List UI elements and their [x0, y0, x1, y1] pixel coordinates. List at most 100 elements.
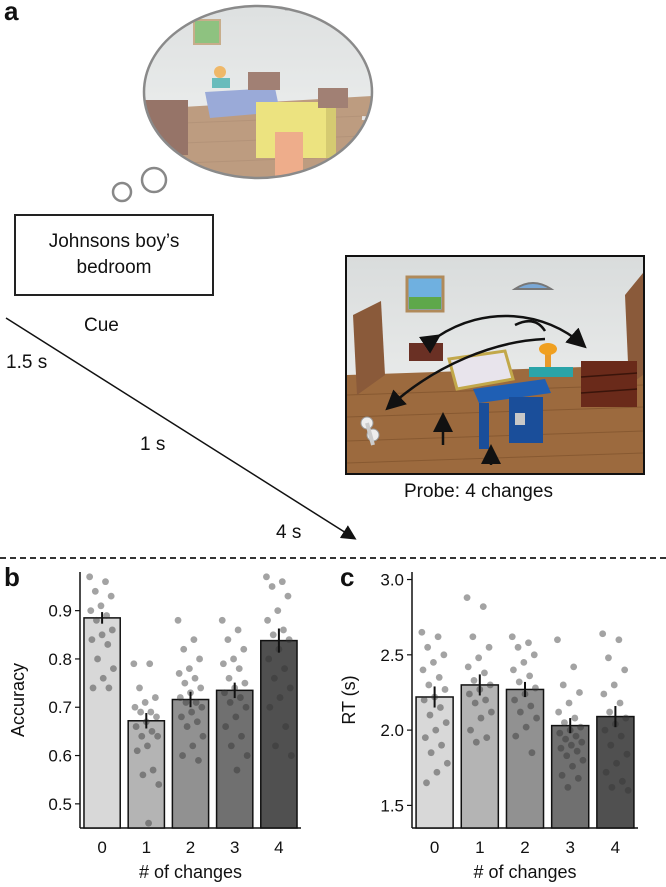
x-tick-label: 4	[274, 838, 283, 857]
data-point	[514, 643, 522, 651]
data-point	[430, 658, 437, 666]
data-point	[241, 679, 249, 687]
data-point	[224, 636, 232, 644]
data-point	[233, 766, 241, 774]
data-point	[442, 719, 450, 726]
data-point	[198, 703, 206, 711]
data-point	[471, 699, 479, 707]
data-point	[436, 704, 444, 711]
data-point	[286, 684, 294, 692]
data-point	[475, 654, 483, 662]
data-point	[232, 713, 240, 721]
data-point	[133, 747, 141, 755]
data-point	[465, 690, 473, 698]
bar-2	[505, 688, 545, 829]
data-point	[606, 708, 614, 716]
data-point	[225, 674, 233, 682]
data-point	[145, 819, 152, 827]
data-point	[623, 750, 631, 758]
data-point	[515, 678, 523, 686]
probe-label: Probe: 4 changes	[404, 481, 553, 502]
y-axis-label: Accuracy	[8, 663, 28, 737]
data-point	[558, 771, 566, 779]
data-point	[464, 663, 472, 671]
data-point	[175, 670, 183, 677]
data-point	[522, 723, 530, 731]
bubble-circle-large	[140, 166, 168, 194]
x-tick-label: 1	[142, 838, 151, 857]
x-tick-label: 3	[565, 838, 574, 857]
section-divider	[0, 557, 666, 559]
data-point	[561, 719, 568, 726]
data-point	[235, 665, 243, 673]
bar-4	[260, 639, 298, 829]
data-point	[533, 714, 540, 722]
data-point	[266, 703, 274, 711]
data-point	[188, 708, 196, 716]
data-point	[146, 660, 154, 668]
y-tick-label: 0.9	[48, 602, 72, 621]
data-point	[130, 660, 138, 668]
data-point	[132, 723, 140, 730]
data-point	[269, 631, 277, 639]
data-point	[276, 694, 284, 701]
data-point	[599, 630, 607, 638]
data-point	[176, 694, 184, 701]
x-tick-label: 4	[611, 838, 620, 857]
y-tick-label: 2.0	[380, 721, 404, 740]
x-tick-label: 0	[97, 838, 106, 857]
data-point	[559, 681, 567, 689]
data-point	[511, 696, 518, 704]
data-point	[238, 732, 245, 740]
x-tick-label: 3	[230, 838, 239, 857]
bar-4	[596, 715, 635, 829]
data-point	[180, 645, 188, 653]
data-point	[427, 749, 435, 757]
data-point	[605, 654, 612, 662]
probe-scene	[345, 255, 645, 475]
data-point	[432, 726, 440, 734]
data-point	[89, 684, 97, 692]
data-point	[532, 684, 539, 692]
data-point	[440, 651, 448, 659]
data-point	[565, 699, 573, 707]
data-point	[443, 759, 451, 767]
data-point	[102, 578, 109, 586]
data-point	[98, 631, 106, 639]
data-point	[136, 684, 143, 692]
data-point	[242, 703, 250, 711]
x-axis-label: # of changes	[139, 862, 242, 882]
data-point	[555, 708, 563, 716]
data-point	[618, 777, 626, 785]
data-point	[272, 742, 279, 750]
data-point	[571, 714, 579, 722]
data-point	[610, 681, 618, 689]
data-point	[486, 681, 494, 689]
data-point	[94, 655, 101, 663]
data-point	[149, 766, 157, 774]
data-point	[479, 603, 487, 611]
x-tick-label: 2	[520, 838, 529, 857]
data-point	[602, 768, 610, 776]
data-point	[525, 639, 532, 647]
data-point	[607, 741, 615, 749]
data-point	[441, 686, 449, 693]
data-point	[556, 729, 564, 737]
bar-1	[127, 720, 166, 829]
bubble-circle-small	[111, 181, 133, 203]
data-point	[485, 643, 493, 651]
y-tick-label: 1.5	[380, 796, 404, 815]
data-point	[482, 696, 489, 704]
y-axis-label: RT (s)	[339, 675, 359, 724]
data-point	[88, 636, 96, 644]
data-point	[601, 726, 609, 734]
data-point	[97, 602, 105, 610]
data-point	[426, 711, 434, 719]
y-tick-label: 3.0	[380, 571, 404, 590]
cue-box-line1: Johnsons boy’s	[48, 231, 180, 252]
data-point	[284, 592, 292, 600]
data-point	[151, 694, 159, 701]
data-point	[174, 616, 182, 624]
data-point	[608, 783, 616, 791]
